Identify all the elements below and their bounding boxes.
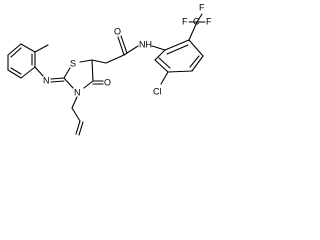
bond-ar6 xyxy=(154,49,166,61)
bond-ar2 xyxy=(188,39,204,57)
atom-labels: F F F C NH O Cl S N O N xyxy=(43,2,212,97)
atom-cf3-carbon: C xyxy=(193,16,200,26)
bond-c2-n-b xyxy=(50,80,65,83)
bond-co-a xyxy=(117,36,125,56)
bond-ar5-inner xyxy=(158,57,171,69)
bond-ar4 xyxy=(167,70,193,73)
bond-carbonyl-ch2 xyxy=(105,54,125,64)
bond-cf3-ftop xyxy=(196,13,203,23)
molecule-structure: F F F C NH O Cl S N O N xyxy=(7,2,212,136)
bond-allyl-3a xyxy=(75,120,81,135)
atom-f-left: F xyxy=(182,16,188,26)
atom-f-right: F xyxy=(206,16,212,26)
bond-c2-s xyxy=(63,67,71,79)
bond-allyl-2 xyxy=(71,107,81,122)
atom-cl: Cl xyxy=(153,86,162,96)
bond-tol1 xyxy=(20,66,36,79)
atom-amide-nh: NH xyxy=(139,39,152,49)
bond-nh-carbonyl xyxy=(123,45,139,56)
bond-ring-nh xyxy=(151,45,166,51)
atom-f-top: F xyxy=(199,2,205,12)
bond-cf3-ring xyxy=(188,21,198,41)
bond-ar1 xyxy=(164,39,190,51)
bond-ar3 xyxy=(191,55,204,72)
atom-s: S xyxy=(70,58,76,68)
molecule-diagram: F F F C NH O Cl S N O N xyxy=(0,0,223,144)
bond-allyl-3b xyxy=(78,121,84,136)
bond-c2-n-a xyxy=(50,77,65,80)
bond-methyl xyxy=(34,44,49,53)
bond-ar5 xyxy=(154,59,169,73)
bond-c5-c4 xyxy=(91,59,94,82)
atom-ring-o: O xyxy=(104,77,111,87)
bond-n-tolyl xyxy=(34,66,44,77)
bond-co-b xyxy=(120,35,128,54)
bond-ar3-inner xyxy=(189,55,200,68)
bond-ar1-inner xyxy=(166,44,189,55)
bond-tol4 xyxy=(7,43,22,56)
bond-n3-c2 xyxy=(63,77,74,89)
bond-ring-cl xyxy=(160,71,169,85)
bond-tol2 xyxy=(7,69,22,79)
bond-n3-allyl xyxy=(71,96,78,109)
bonds xyxy=(7,13,206,136)
bond-ch2-c5 xyxy=(91,59,107,64)
bond-c5-s xyxy=(79,59,93,63)
bond-tol2-inner xyxy=(10,67,22,75)
bond-tol4-inner xyxy=(10,47,22,58)
bond-c4-n3 xyxy=(83,80,94,89)
atom-ring-n: N xyxy=(74,87,81,97)
atom-imine-n: N xyxy=(43,75,50,85)
bond-tol5 xyxy=(20,43,36,53)
atom-amide-o: O xyxy=(114,26,121,36)
